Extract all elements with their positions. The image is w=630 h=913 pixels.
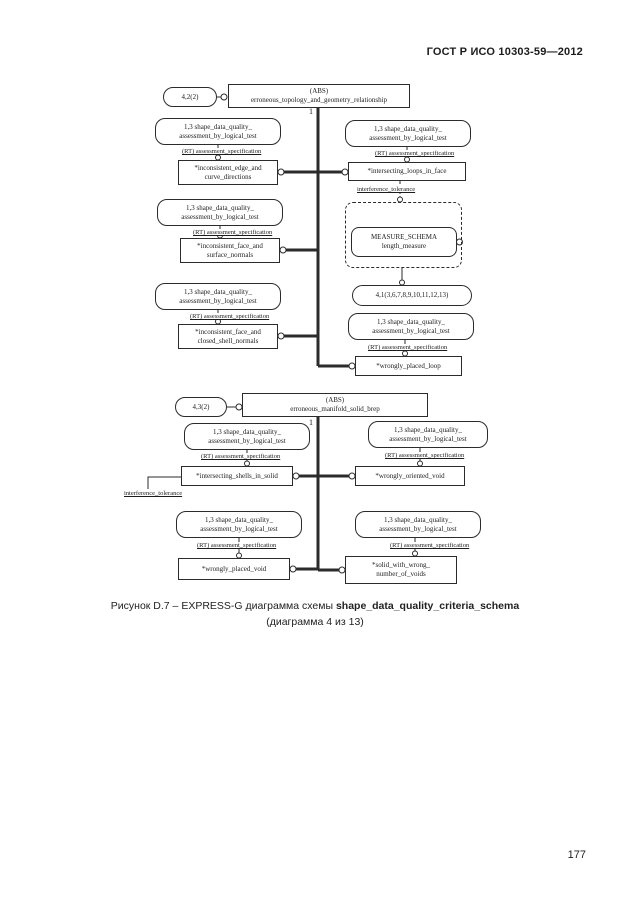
entity-intersecting-shells-in-solid: *intersecting_shells_in_solid	[181, 466, 293, 486]
rt-assessment-specification-label-4: (RT) assessment_specification	[374, 150, 456, 158]
entity-wrongly-placed-void: *wrongly_placed_void	[178, 558, 290, 580]
entity-wrongly-placed-loop: *wrongly_placed_loop	[355, 356, 462, 376]
rt-assessment-specification-label-2: (RT) assessment_specification	[192, 229, 274, 237]
entity-intersecting-loops-in-face: *intersecting_loops_in_face	[348, 162, 466, 181]
figure-caption-line1: Рисунок D.7 – EXPRESS-G диаграмма схемы …	[110, 600, 520, 612]
rt-assessment-specification-label-3: (RT) assessment_specification	[189, 313, 271, 321]
page-ref-oval-4-2: 4,2(2)	[163, 87, 217, 107]
entity-inconsistent-face-and-closed-shell-normals: *inconsistent_face_and closed_shell_norm…	[178, 324, 278, 349]
entity-solid-with-wrong-number-of-voids: *solid_with_wrong_ number_of_voids	[345, 556, 457, 584]
ref-box-shape-data-quality-6: 1,3 shape_data_quality_ assessment_by_lo…	[184, 423, 310, 450]
ref-box-shape-data-quality-1: 1,3 shape_data_quality_ assessment_by_lo…	[155, 118, 281, 145]
abs-entity-erroneous-manifold-solid-brep: (ABS) erroneous_manifold_solid_brep	[242, 393, 428, 417]
rt-assessment-specification-label-8: (RT) assessment_specification	[196, 542, 278, 550]
one-of-marker-1: 1	[309, 107, 313, 116]
interference-tolerance-label-2: interference_tolerance	[123, 490, 184, 498]
rt-assessment-specification-label-6: (RT) assessment_specification	[200, 453, 282, 461]
figure-caption: Рисунок D.7 – EXPRESS-G диаграмма схемы …	[0, 599, 630, 631]
rt-assessment-specification-label-9: (RT) assessment_specification	[389, 542, 471, 550]
ref-box-shape-data-quality-2: 1,3 shape_data_quality_ assessment_by_lo…	[157, 199, 283, 226]
abs-entity-erroneous-topology-and-geometry-relationship: (ABS) erroneous_topology_and_geometry_re…	[228, 84, 410, 108]
interference-tolerance-label-1: interference_tolerance	[356, 186, 417, 194]
ref-box-shape-data-quality-8: 1,3 shape_data_quality_ assessment_by_lo…	[176, 511, 302, 538]
interschema-ref-frame	[345, 202, 462, 268]
interschema-ref-measure-schema-length-measure: MEASURE_SCHEMA length_measure	[351, 227, 457, 257]
one-of-marker-2: 1	[309, 418, 313, 427]
document-header: ГОСТ Р ИСО 10303-59—2012	[426, 46, 583, 58]
schema-name: shape_data_quality_criteria_schema	[335, 600, 520, 612]
ref-box-shape-data-quality-3: 1,3 shape_data_quality_ assessment_by_lo…	[155, 283, 281, 310]
entity-inconsistent-edge-and-curve-directions: *inconsistent_edge_and curve_directions	[178, 160, 278, 185]
page-ref-oval-4-1: 4,1(3,6,7,8,9,10,11,12,13)	[352, 285, 472, 306]
figure-caption-line2: (диаграмма 4 из 13)	[266, 615, 364, 628]
ref-box-shape-data-quality-7: 1,3 shape_data_quality_ assessment_by_lo…	[368, 421, 488, 448]
entity-wrongly-oriented-void: *wrongly_oriented_void	[355, 466, 465, 486]
page-ref-oval-4-3: 4,3(2)	[175, 397, 227, 417]
entity-inconsistent-face-and-surface-normals: *inconsistent_face_and surface_normals	[180, 238, 280, 263]
ref-box-shape-data-quality-4: 1,3 shape_data_quality_ assessment_by_lo…	[345, 120, 471, 147]
rt-assessment-specification-label-5: (RT) assessment_specification	[367, 344, 449, 352]
ref-box-shape-data-quality-5: 1,3 shape_data_quality_ assessment_by_lo…	[348, 313, 474, 340]
page-number: 177	[567, 849, 586, 861]
subtype-trunk-lines	[284, 108, 349, 572]
ref-box-shape-data-quality-9: 1,3 shape_data_quality_ assessment_by_lo…	[355, 511, 481, 538]
connector-circles	[215, 93, 463, 574]
rt-assessment-specification-label-1: (RT) assessment_specification	[181, 148, 263, 156]
rt-assessment-specification-label-7: (RT) assessment_specification	[384, 452, 466, 460]
